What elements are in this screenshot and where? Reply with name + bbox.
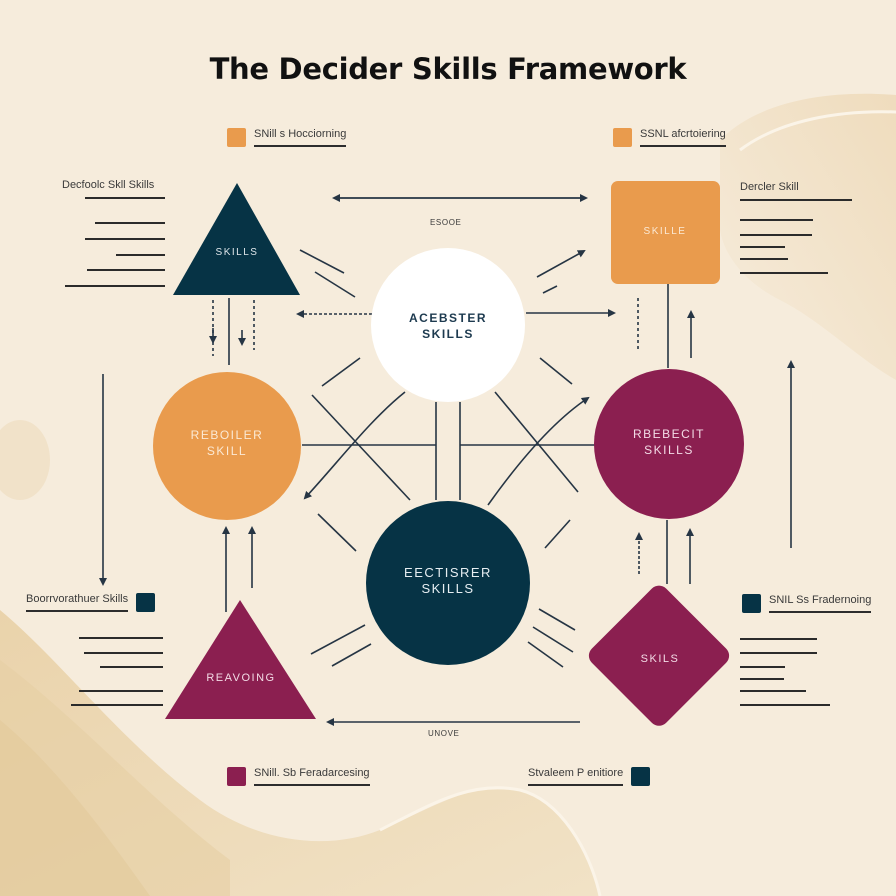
text-block-title-top-right: Dercler Skill — [740, 181, 799, 193]
legend-swatch-orange — [227, 128, 246, 147]
legend-top-left: SNill s Hocciorning — [227, 128, 347, 147]
connectors — [99, 194, 795, 726]
center-top-circle-shape — [371, 248, 525, 402]
node-top-left-triangle[interactable]: SKILLS — [215, 247, 259, 258]
legend-mid-left: Boorrvorathuer Skills — [26, 593, 156, 612]
legend-swatch-navy — [742, 594, 761, 613]
legend-bottom-right: Stvaleem P enitiore — [528, 767, 651, 786]
legend-label: Stvaleem P enitiore — [528, 767, 624, 786]
legend-swatch-maroon — [227, 767, 246, 786]
bottom-right-diamond-shape — [588, 585, 730, 726]
center-bottom-circle-shape — [366, 501, 530, 665]
node-top-right-square[interactable]: SKILLE — [643, 226, 687, 237]
top-right-square-shape — [611, 181, 720, 284]
legend-label: Boorrvorathuer Skills — [26, 593, 129, 612]
legend-swatch-orange — [613, 128, 632, 147]
legend-top-right: SSNL afcrtoiering — [613, 128, 726, 147]
text-block-title-top-left: Decfoolc Skll Skills — [62, 179, 155, 191]
legend-swatch-navy — [136, 593, 156, 612]
top-left-triangle-shape — [173, 183, 300, 295]
legend-label: SSNL afcrtoiering — [640, 128, 726, 147]
legend-label: SNill. Sb Feradarcesing — [254, 767, 370, 786]
connector-label-bottom: UNOVE — [428, 729, 460, 738]
node-right-circle[interactable]: RBEBECIT SKILLS — [632, 427, 706, 457]
right-circle-shape — [594, 369, 744, 519]
node-bottom-right-diamond[interactable]: SKILS — [640, 653, 680, 665]
bottom-left-triangle-shape — [165, 600, 316, 719]
legend-label: SNIL Ss Fradernoing — [769, 594, 872, 613]
legend-bottom-left: SNill. Sb Feradarcesing — [227, 767, 370, 786]
node-center-bottom-circle[interactable]: EECTISRER SKILLS — [404, 565, 492, 596]
legend-mid-right: SNIL Ss Fradernoing — [742, 594, 872, 613]
page-title: The Decider Skills Framework — [209, 52, 687, 86]
background-waves — [0, 93, 896, 896]
left-circle-shape — [153, 372, 301, 520]
node-center-top-circle[interactable]: ACEBSTER SKILLS — [408, 311, 488, 341]
node-bottom-left-triangle[interactable]: REAVOING — [206, 672, 276, 684]
legend-swatch-navy — [631, 767, 651, 786]
connector-label-top: ESOOE — [430, 218, 462, 227]
node-left-circle[interactable]: REBOILER SKILL — [190, 428, 264, 458]
legend-label: SNill s Hocciorning — [254, 128, 347, 147]
